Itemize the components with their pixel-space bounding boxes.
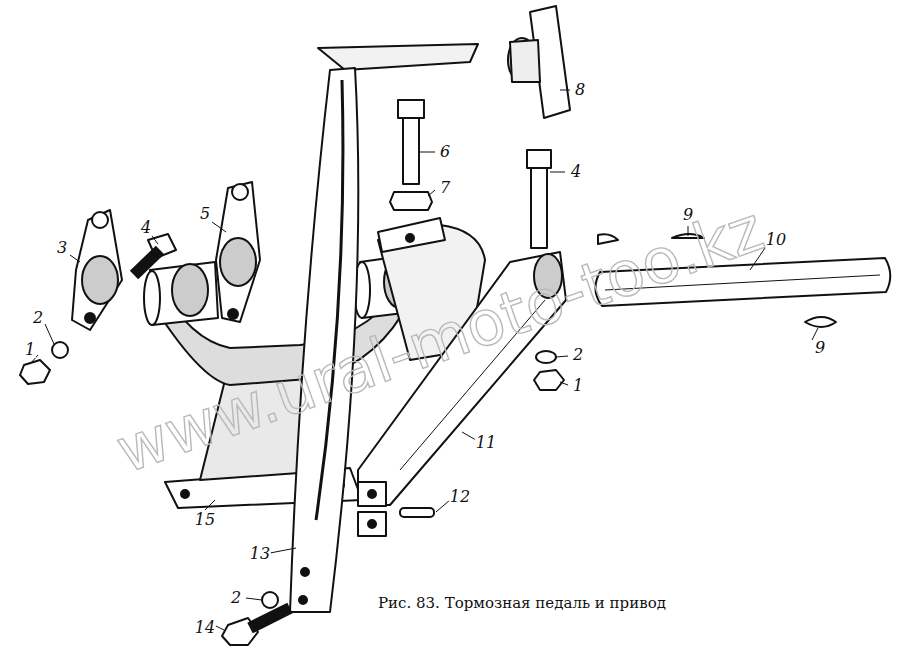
callout-number: 12: [449, 489, 471, 505]
small-levers: [72, 182, 260, 330]
callout-number: 2: [32, 310, 44, 326]
callout-number: 1: [572, 378, 584, 394]
callout-number: 11: [475, 435, 497, 451]
leader-lines: [30, 90, 818, 630]
callout-number: 8: [574, 82, 586, 98]
callout-number: 15: [194, 512, 216, 528]
callout-number: 13: [249, 546, 271, 562]
callout-number: 4: [140, 220, 152, 236]
callout-number: 10: [765, 232, 787, 248]
callout-number: 14: [194, 620, 216, 636]
callout-number: 5: [199, 206, 211, 222]
callout-number: 1: [24, 342, 36, 358]
flange-cap: [508, 6, 570, 118]
callout-number: 2: [230, 590, 242, 606]
callout-number: 3: [56, 240, 68, 256]
figure-caption: Рис. 83. Тормозная педаль и привод: [378, 594, 666, 612]
callout-number: 9: [814, 340, 826, 356]
callout-number: 7: [439, 180, 451, 196]
callout-number: 6: [439, 144, 451, 160]
callout-number: 2: [572, 347, 584, 363]
callout-number: 4: [570, 164, 582, 180]
